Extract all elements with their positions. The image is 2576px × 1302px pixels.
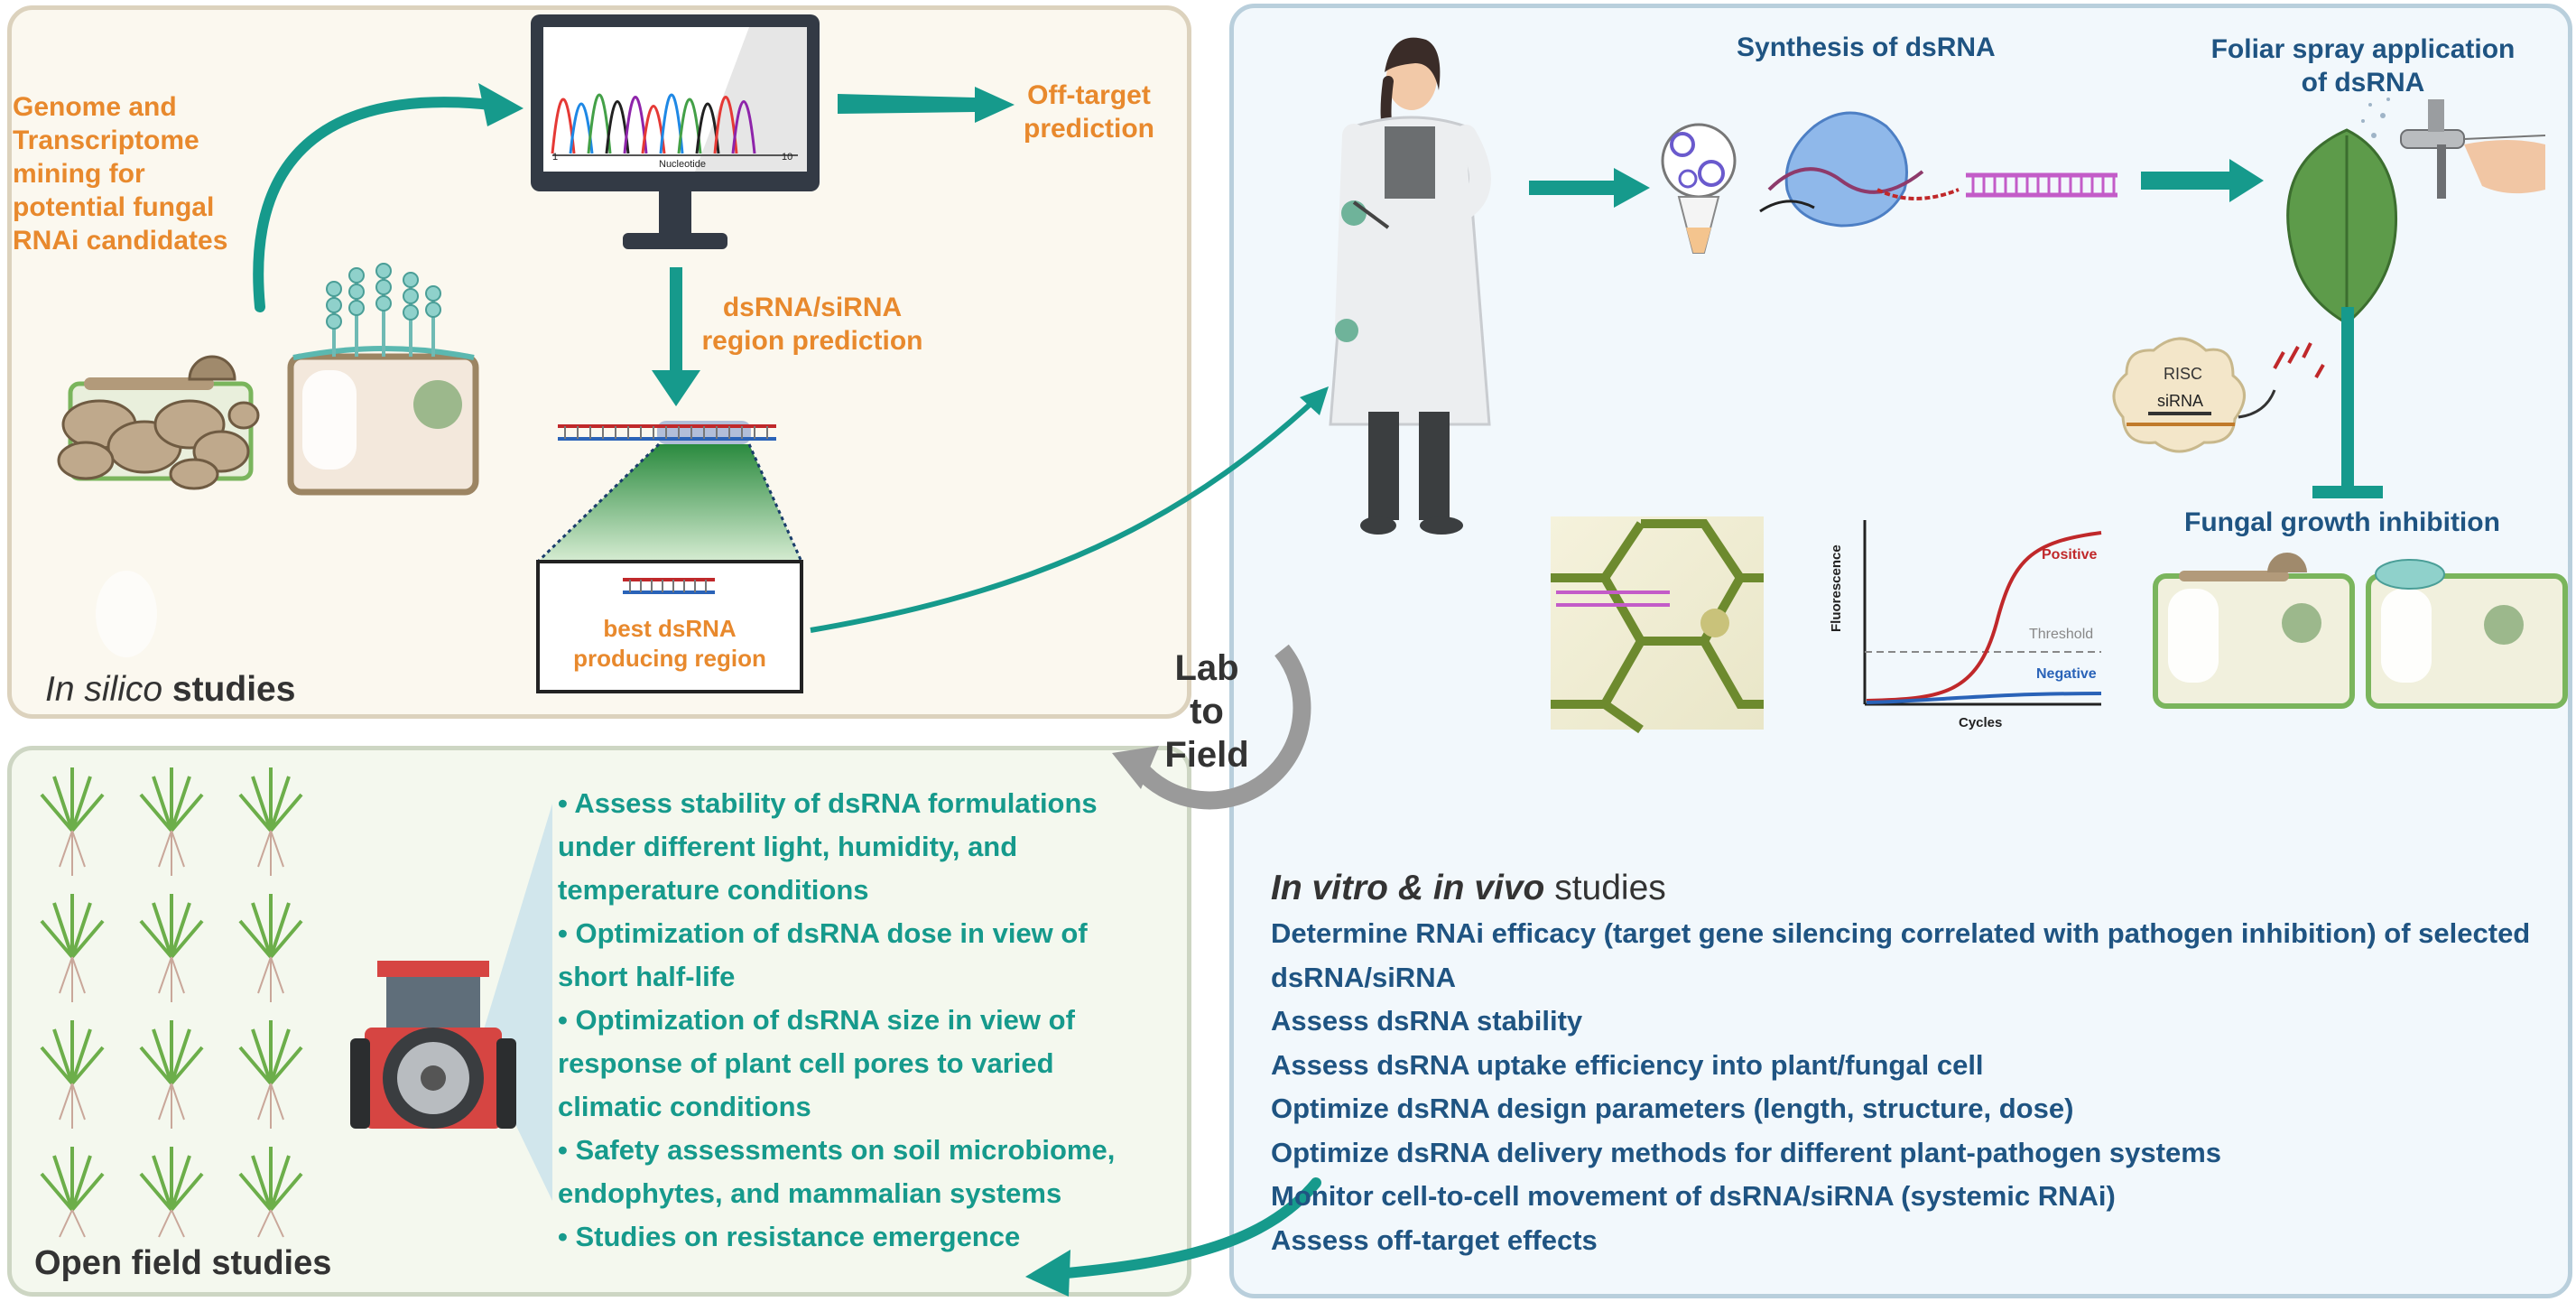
arrow-to-field	[1025, 1177, 1321, 1297]
sequencing-monitor-icon	[531, 14, 820, 249]
cycle-line-2: to	[1190, 692, 1224, 731]
list-item: short half-life	[558, 961, 736, 992]
foliar-line: Foliar spray application	[2210, 34, 2516, 64]
qpcr-threshold-label: Threshold	[2029, 627, 2094, 642]
in-silico-title-rest: studies	[162, 670, 296, 709]
in-silico-title: In silico studies	[45, 670, 295, 710]
tractor-icon	[350, 961, 516, 1129]
region-line: region prediction	[701, 326, 923, 356]
list-item: Determine RNAi efficacy (target gene sil…	[1271, 917, 2531, 949]
inhibition-bar	[2312, 307, 2383, 498]
inhibited-cell-1-icon	[2153, 553, 2355, 709]
in-vitro-list: Determine RNAi efficacy (target gene sil…	[1271, 912, 2530, 1262]
list-item: • Safety assessments on soil microbiome,	[558, 1134, 1116, 1166]
scientist-icon	[1329, 37, 1491, 535]
offtarget-label: Off-target prediction	[1024, 79, 1154, 145]
arrow-to-region-prediction	[652, 267, 700, 406]
best-region-line: producing region	[573, 645, 766, 672]
spray-cone	[478, 804, 552, 1201]
monitor-axis-end: 10	[782, 152, 793, 163]
fungal-cluster-icon	[57, 355, 260, 490]
qpcr-negative-curve	[1866, 692, 2102, 704]
arrow-to-synthesis	[1529, 168, 1650, 208]
mining-label: Genome and Transcriptome mining for pote…	[13, 90, 227, 257]
list-item: Assess dsRNA uptake efficiency into plan…	[1271, 1048, 1984, 1081]
field-bullet-list: • Assess stability of dsRNA formulations…	[558, 782, 1115, 1259]
best-region-box	[536, 560, 803, 693]
list-item: under different light, humidity, and	[558, 831, 1018, 862]
list-item: • Assess stability of dsRNA formulations	[558, 787, 1098, 819]
mining-line: Transcriptome	[13, 126, 199, 155]
foliar-spray-label: Foliar spray application of dsRNA	[2201, 33, 2525, 99]
leaf-icon	[2286, 128, 2398, 325]
sirna-label: siRNA	[2157, 392, 2204, 410]
lab-to-field-label: Lab to Field	[1148, 646, 1265, 777]
polymerase-icon	[1759, 111, 1960, 228]
foliar-line: of dsRNA	[2301, 68, 2425, 98]
in-vitro-title: In vitro & in vivo studies	[1271, 869, 1666, 908]
list-item: • Optimization of dsRNA dose in view of	[558, 917, 1088, 949]
list-item: Optimize dsRNA design parameters (length…	[1271, 1093, 2074, 1124]
list-item: response of plant cell pores to varied	[558, 1047, 1054, 1079]
qpcr-positive-label: Positive	[2042, 547, 2098, 563]
crop-field-icon	[40, 767, 303, 1212]
dsrna-region-icon	[558, 421, 776, 444]
open-field-panel	[7, 746, 1191, 1297]
zoom-triangle	[536, 442, 803, 563]
open-field-title: Open field studies	[34, 1244, 332, 1282]
best-region-label: best dsRNA producing region	[542, 614, 798, 674]
list-item: Monitor cell-to-cell movement of dsRNA/s…	[1271, 1180, 2116, 1212]
in-vitro-title-rest: studies	[1544, 869, 1666, 907]
list-item: • Studies on resistance emergence	[558, 1221, 1021, 1252]
spray-gun-icon	[2400, 99, 2546, 199]
risc-label: RISC	[2164, 365, 2203, 383]
best-region-line: best dsRNA	[603, 615, 737, 642]
arrow-to-spray	[2141, 159, 2264, 202]
dsrna-product-icon	[1966, 172, 2117, 198]
list-item: Assess off-target effects	[1271, 1223, 1598, 1256]
fungal-growth-label: Fungal growth inhibition	[2184, 507, 2500, 537]
cycle-line-1: Lab	[1174, 648, 1239, 688]
offtarget-line: Off-target	[1027, 80, 1151, 110]
inhibited-cell-2-icon	[2366, 559, 2568, 709]
arrow-to-lab	[810, 386, 1329, 633]
list-item: Optimize dsRNA delivery methods for diff…	[1271, 1136, 2222, 1168]
plasmid-tube-icon	[1661, 123, 1737, 254]
lab-to-field-cycle-icon	[1112, 644, 1311, 810]
list-item: • Optimization of dsRNA size in view of	[558, 1004, 1075, 1036]
list-item: endophytes, and mammalian systems	[558, 1177, 1062, 1209]
mining-line: RNAi candidates	[13, 226, 228, 256]
list-item: temperature conditions	[558, 874, 869, 906]
list-item: dsRNA/siRNA	[1271, 961, 1456, 993]
in-vitro-title-italic: In vitro & in vivo	[1271, 869, 1545, 907]
arrow-to-offtarget	[838, 87, 1015, 123]
qpcr-y-axis-label: Fluorescence	[1829, 544, 1844, 632]
synthesis-label: Synthesis of dsRNA	[1737, 33, 1996, 62]
cycle-line-3: Field	[1164, 735, 1249, 775]
qpcr-positive-curve	[1866, 531, 2102, 702]
mining-line: Genome and	[13, 92, 177, 122]
monitor-axis-label: Nucleotide	[659, 159, 706, 170]
droplet-icon	[96, 571, 157, 657]
in-silico-title-italic: In silico	[45, 670, 163, 709]
risc-complex-icon	[2112, 337, 2325, 453]
curved-arrow-to-monitor	[253, 83, 524, 312]
qpcr-negative-label: Negative	[2036, 666, 2097, 682]
monitor-axis-start: 1	[552, 152, 559, 163]
cell-wall-network-icon	[1551, 516, 1764, 734]
qpcr-x-axis-label: Cycles	[1959, 715, 2003, 730]
mining-line: mining for	[13, 159, 145, 189]
region-line: dsRNA/siRNA	[722, 293, 903, 322]
list-item: Assess dsRNA stability	[1271, 1005, 1583, 1037]
crop-roots	[59, 830, 284, 1238]
region-prediction-label: dsRNA/siRNA region prediction	[695, 291, 930, 358]
offtarget-line: prediction	[1024, 114, 1155, 144]
spray-droplets	[2361, 98, 2390, 138]
infected-plant-cell-icon	[287, 263, 479, 496]
list-item: climatic conditions	[558, 1091, 811, 1122]
qpcr-chart	[1863, 520, 2102, 706]
mining-line: potential fungal	[13, 192, 215, 222]
